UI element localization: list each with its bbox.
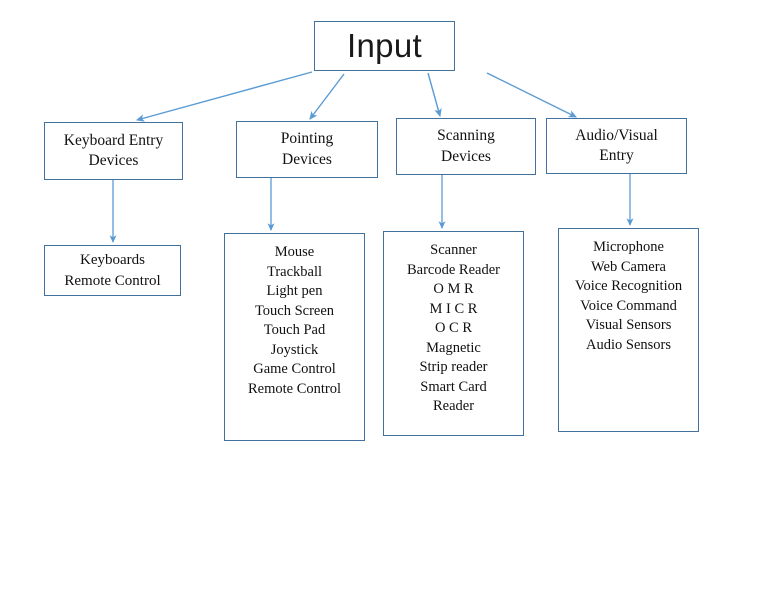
list-item: Scanner (430, 242, 477, 258)
node-scanning-items[interactable]: Scanner Barcode Reader O M R M I C R O C… (383, 231, 524, 436)
list-item: Audio Sensors (586, 336, 671, 353)
list-item: Visual Sensors (585, 317, 672, 333)
node-keyboard-entry-devices-line-2: Devices (88, 152, 139, 169)
list-item: Voice Command (580, 297, 677, 314)
connector-root-to-scanning (427, 72, 442, 118)
node-audio-visual-entry-line-1: Audio/Visual (575, 126, 658, 144)
list-item: Smart Card (420, 378, 487, 395)
node-pointing-devices-line-2: Devices (282, 150, 332, 168)
list-item: Trackball (266, 263, 323, 280)
list-item: Strip reader (419, 359, 488, 375)
node-pointing-items[interactable]: Mouse Trackball Light pen Touch Screen T… (224, 233, 365, 441)
list-item: Barcode Reader (407, 261, 500, 278)
node-audio-visual-entry[interactable]: Audio/Visual Entry (546, 118, 687, 174)
list-item: O C R (434, 320, 473, 336)
node-keyboard-entry-items[interactable]: Keyboards Remote Control (44, 245, 181, 296)
node-keyboard-entry-devices[interactable]: Keyboard Entry Devices (44, 122, 183, 180)
list-item: Joystick (270, 341, 319, 358)
list-item: Touch Pad (263, 322, 326, 338)
connector-root-to-audiovisual (486, 72, 578, 118)
node-audio-visual-entry-line-2: Entry (599, 147, 634, 164)
node-scanning-devices-line-2: Devices (441, 147, 491, 165)
list-item: Web Camera (591, 258, 666, 275)
node-scanning-devices[interactable]: Scanning Devices (396, 118, 536, 175)
list-item: Game Control (253, 361, 336, 377)
list-item: Magnetic (426, 339, 481, 356)
node-keyboard-entry-devices-line-1: Keyboard Entry (63, 131, 164, 149)
list-item: Microphone (593, 239, 664, 255)
list-item: Light pen (266, 283, 323, 299)
connector-root-to-keyboard (135, 71, 313, 122)
list-item: O M R (433, 281, 474, 297)
node-pointing-devices-line-1: Pointing (280, 130, 334, 148)
connector-root-to-pointing (309, 73, 345, 120)
node-input-root[interactable]: Input (314, 21, 455, 71)
list-item: Reader (432, 398, 475, 414)
list-item: Mouse (274, 244, 315, 260)
list-item: Touch Screen (254, 302, 335, 319)
list-item: Voice Recognition (574, 278, 683, 294)
list-item: Remote Control (247, 380, 342, 397)
list-item: Keyboards (80, 252, 145, 269)
node-pointing-devices[interactable]: Pointing Devices (236, 121, 378, 178)
list-item: Remote Control (64, 272, 161, 289)
node-audio-visual-items[interactable]: Microphone Web Camera Voice Recognition … (558, 228, 699, 432)
list-item: M I C R (429, 300, 478, 317)
node-scanning-devices-line-1: Scanning (437, 127, 495, 145)
node-input-root-label: Input (347, 26, 422, 64)
